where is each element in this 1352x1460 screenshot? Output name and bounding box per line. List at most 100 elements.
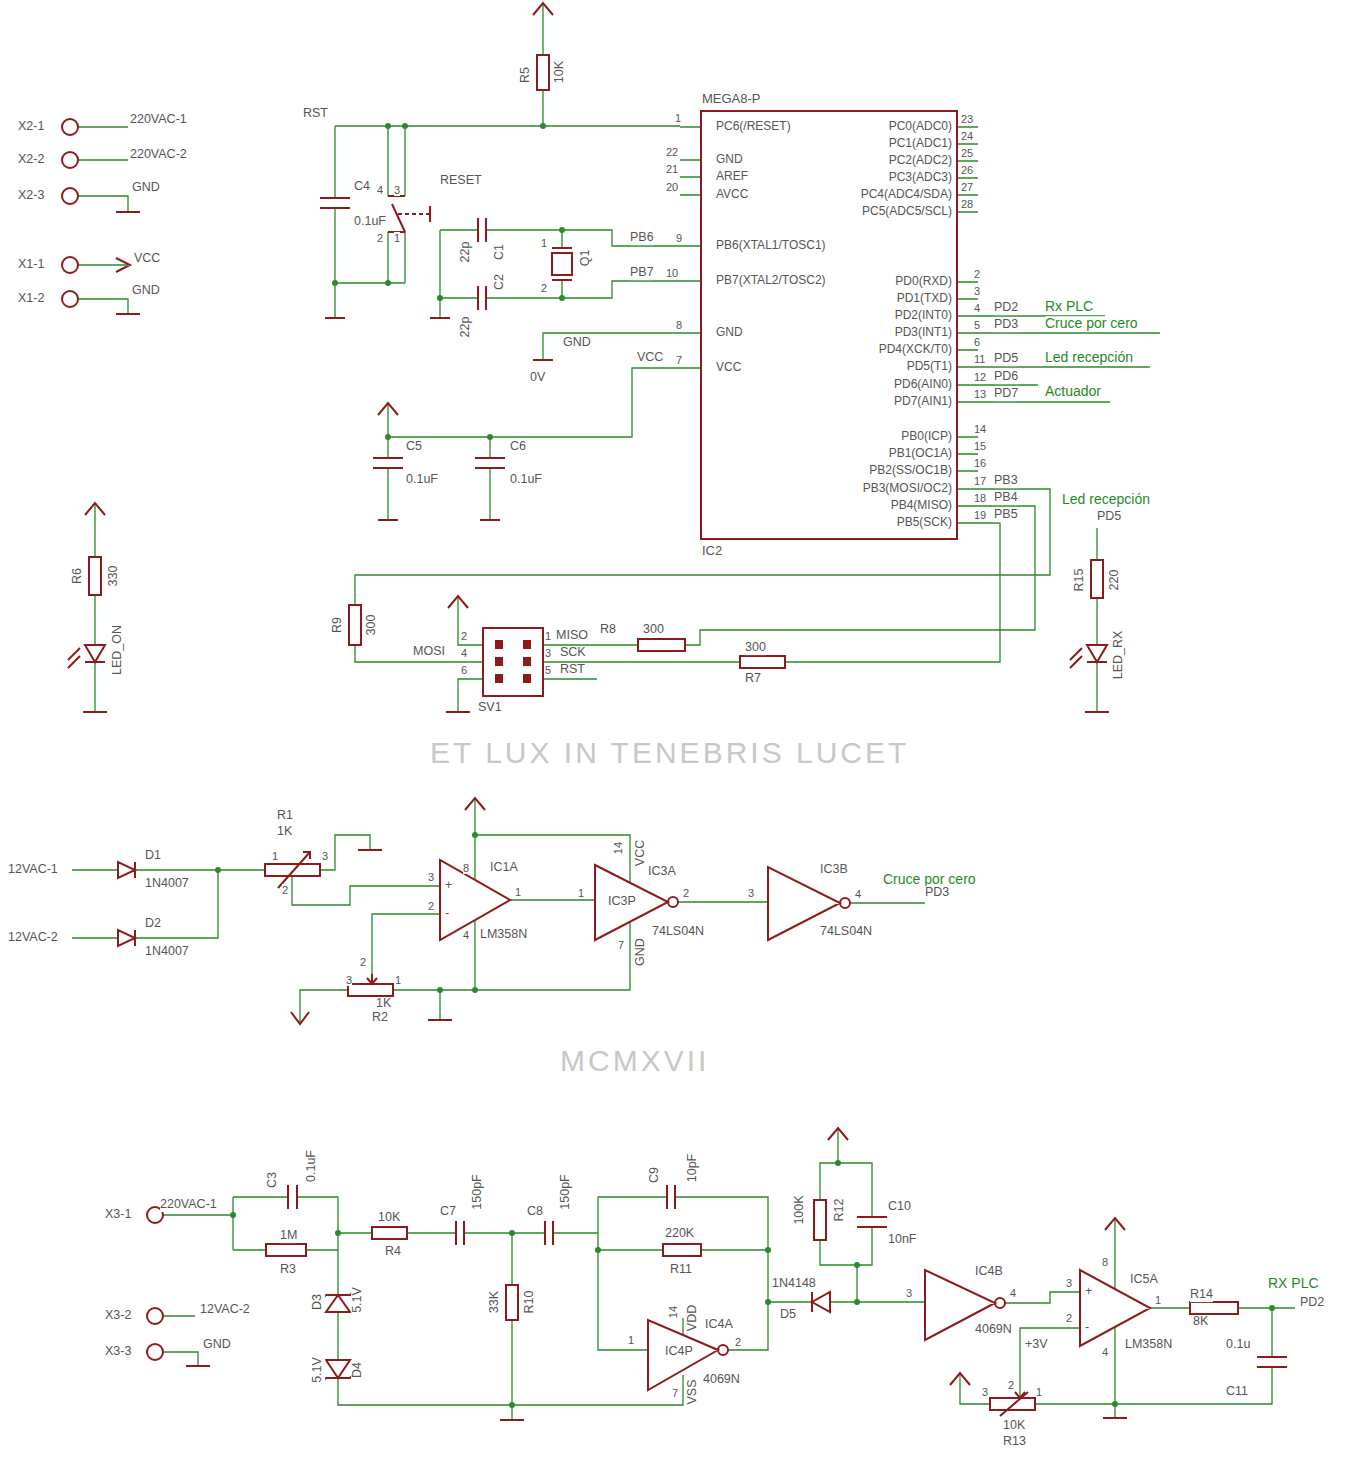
pin-number: 3 [1066, 1277, 1072, 1289]
watermark-text: MCMXVII [560, 1044, 709, 1077]
part-label: - [445, 907, 449, 921]
part-label: D2 [145, 917, 161, 931]
part-label: R6 [71, 568, 85, 584]
net-label: Rx PLC [1045, 299, 1093, 314]
part-label: PD7 [994, 387, 1018, 401]
part-label: 5.1V [351, 1287, 365, 1313]
pin-number: 4 [974, 302, 980, 314]
pin-number: 3 [428, 871, 434, 883]
part-label: VCC [637, 351, 663, 365]
part-label: 0.1uF [305, 1150, 319, 1182]
part-label: C10 [888, 1200, 911, 1214]
part-label: 300 [643, 623, 664, 637]
pin-number: 2 [974, 268, 980, 280]
part-label: 74LS04N [820, 925, 872, 939]
net-label: Cruce por cero [1045, 316, 1138, 331]
pin-number: 25 [961, 147, 973, 159]
part-label: 12VAC-2 [8, 931, 58, 945]
part-label: PD5 [1097, 510, 1121, 524]
part-label: MOSI [413, 645, 445, 659]
pin-number: 3 [322, 850, 328, 862]
part-label: PD2 [994, 301, 1018, 315]
part-label: 1N4148 [772, 1277, 816, 1291]
part-label: 150pF [471, 1174, 485, 1209]
pin-number: 5 [545, 664, 551, 676]
pin-number: 1 [541, 237, 547, 249]
pin-number: 8 [463, 862, 469, 874]
part-label: 8K [1193, 1315, 1208, 1329]
part-label: - [1085, 1321, 1089, 1335]
part-label: 300 [365, 615, 379, 636]
part-label: 12VAC-2 [200, 1303, 250, 1317]
part-label: 0V [530, 371, 545, 385]
pin-number: 21 [666, 163, 678, 175]
pin-name: PB0(ICP) [901, 430, 952, 443]
pin-number: 2 [282, 884, 288, 896]
net-label: Actuador [1045, 384, 1101, 399]
part-label: C2 [493, 274, 507, 290]
net-label: Led recepción [1062, 492, 1150, 507]
pin-name: PD1(TXD) [897, 292, 952, 305]
part-label: + [445, 879, 452, 893]
part-label: IC4P [665, 1345, 693, 1359]
pin-number: 4 [1102, 1346, 1108, 1358]
part-label: X1-2 [18, 292, 44, 306]
part-label: R4 [385, 1245, 401, 1259]
pin-number: 12 [974, 371, 986, 383]
part-label: D1 [145, 849, 161, 863]
part-label: IC3P [608, 895, 636, 909]
pin-name: PC6(/RESET) [716, 120, 791, 133]
part-label: 1N4007 [145, 877, 189, 891]
part-label: PD5 [994, 352, 1018, 366]
pin-number: 11 [974, 353, 985, 365]
pin-number: 2 [360, 956, 366, 968]
part-name: MEGA8-P [702, 92, 761, 106]
pin-number: 3 [748, 887, 754, 899]
pin-number: 5 [974, 319, 980, 331]
part-label: IC3A [648, 865, 676, 879]
part-label: X2-1 [18, 120, 44, 134]
pin-name: PC5(ADC5/SCL) [862, 205, 952, 218]
part-label: D3 [311, 1294, 325, 1310]
pin-number: 2 [377, 232, 383, 244]
part-label: 10nF [888, 1233, 917, 1247]
part-label: 0.1u [1226, 1338, 1250, 1352]
net-label: Led recepción [1045, 350, 1133, 365]
part-label: SV1 [478, 701, 502, 715]
part-label: VCC [634, 840, 648, 866]
pin-number: 1 [515, 886, 521, 898]
part-label: 4069N [703, 1373, 740, 1387]
part-label: R14 [1190, 1288, 1213, 1302]
pin-number: 8 [1102, 1256, 1108, 1268]
part-label: 300 [745, 641, 766, 655]
pin-number: 13 [974, 388, 986, 400]
part-label: IC5A [1130, 1273, 1158, 1287]
part-label: C11 [1226, 1385, 1248, 1399]
pin-number: 8 [676, 319, 682, 331]
part-label: VSS [686, 1379, 700, 1404]
part-label: C3 [266, 1172, 280, 1188]
part-label: X1-1 [18, 258, 44, 272]
header-pins [495, 640, 531, 683]
pin-name: PD5(T1) [907, 360, 952, 373]
pin-number: 2 [1008, 1379, 1014, 1391]
pin-name: PC2(ADC2) [889, 154, 952, 167]
part-label: GND [203, 1338, 231, 1352]
pin-number: 7 [672, 1387, 678, 1399]
part-label: 1K [277, 825, 292, 839]
part-label: 1N4007 [145, 945, 189, 959]
pin-number: 4 [855, 888, 861, 900]
pin-name: VCC [716, 361, 741, 374]
pin-number: 3 [545, 647, 551, 659]
pin-number: 28 [961, 198, 973, 210]
pin-name: AVCC [716, 188, 748, 201]
part-label: 33K [488, 1291, 502, 1313]
part-label: 10K [378, 1211, 400, 1225]
part-label: IC4B [975, 1265, 1003, 1279]
pin-number: 20 [666, 181, 678, 193]
pin-number: 14 [667, 1306, 679, 1318]
pin-number: 27 [961, 181, 973, 193]
pin-number: 14 [974, 423, 986, 435]
part-label: R7 [745, 672, 761, 686]
pin-number: 4 [463, 929, 469, 941]
